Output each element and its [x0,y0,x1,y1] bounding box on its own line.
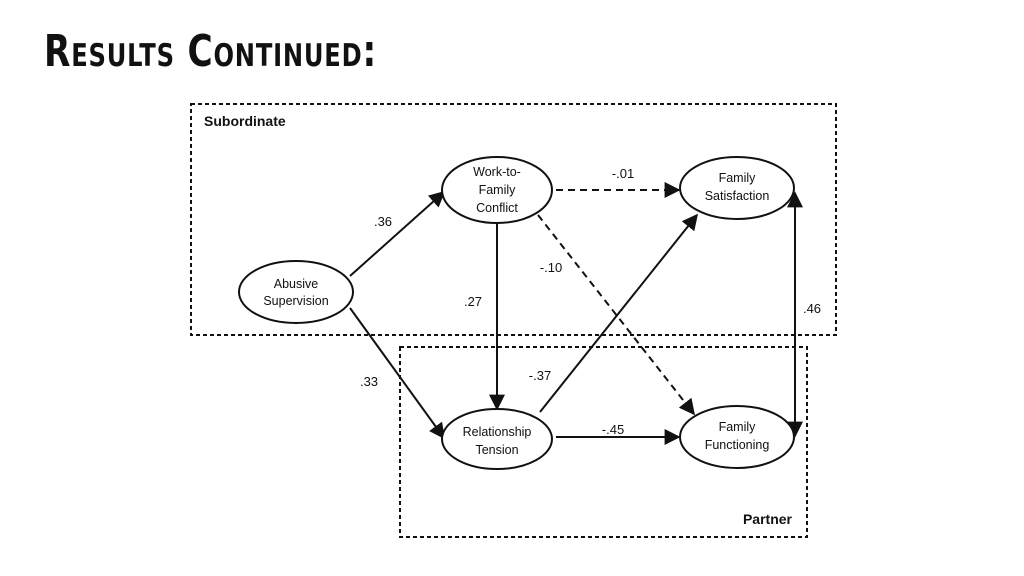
svg-text:Satisfaction: Satisfaction [705,189,770,203]
edge-label-tension-satisfaction: -.37 [529,368,551,383]
node-relationship-tension: Relationship Tension [441,408,553,470]
svg-text:Family: Family [479,183,517,197]
node-family-satisfaction: Family Satisfaction [679,156,795,220]
svg-text:Relationship: Relationship [463,425,532,439]
node-work-to-family-conflict: Work-to- Family Conflict [441,156,553,224]
node-family-functioning: Family Functioning [679,405,795,469]
edge-label-wfc-tension: .27 [464,294,482,309]
edge-label-satisfaction-functioning: .46 [803,301,821,316]
edge-abusive-wfc [349,190,446,277]
svg-text:Family: Family [719,171,757,185]
group-label-subordinate: Subordinate [204,113,286,129]
edge-label-tension-functioning: -.45 [602,422,624,437]
svg-text:Tension: Tension [475,443,518,457]
svg-text:Conflict: Conflict [476,201,518,215]
svg-text:Family: Family [719,420,757,434]
edge-abusive-tension [349,307,445,440]
node-abusive-supervision: Abusive Supervision [238,260,354,324]
group-label-partner: Partner [743,511,793,527]
edge-tension-satisfaction [539,213,698,413]
svg-text:Abusive: Abusive [274,277,319,291]
svg-text:Work-to-: Work-to- [473,165,521,179]
group-box-partner [399,346,808,538]
svg-text:Supervision: Supervision [263,294,328,308]
edge-label-wfc-functioning: -.10 [540,260,562,275]
edge-wfc-functioning [537,214,695,416]
edge-label-abusive-wfc: .36 [374,214,392,229]
slide-title: Results Continued: [44,26,377,77]
edge-label-wfc-satisfaction: -.01 [612,166,634,181]
group-box-subordinate [190,103,837,336]
svg-text:Functioning: Functioning [705,438,770,452]
edge-label-abusive-tension: .33 [360,374,378,389]
